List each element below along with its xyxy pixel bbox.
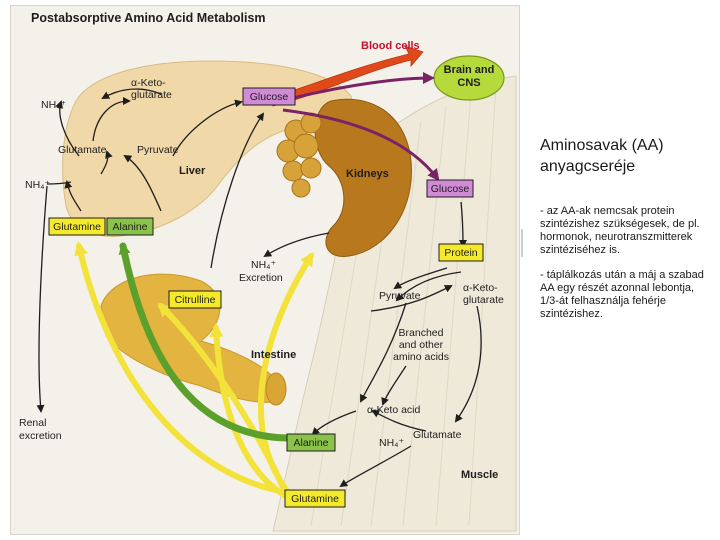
intestine-end bbox=[265, 372, 287, 406]
glutamate-muscle-label: Glutamate bbox=[413, 429, 462, 441]
branched-label-2: and other bbox=[399, 339, 444, 351]
side-title: Aminosavak (AA) anyagcseréje bbox=[540, 137, 664, 175]
glucose-muscle-label: Glucose bbox=[431, 183, 470, 195]
alanine-muscle-label: Alanine bbox=[293, 437, 328, 449]
nh4-top-label: NH₄⁺ bbox=[41, 99, 66, 111]
side-paragraph-1: - az AA-ak nemcsak protein szintézishez … bbox=[540, 205, 700, 256]
pyruvate-liver-label: Pyruvate bbox=[137, 144, 179, 156]
nh4-left-label: NH₄⁺ bbox=[25, 179, 50, 191]
nh4-muscle-label: NH₄⁺ bbox=[379, 437, 404, 449]
alanine-flux-arrow bbox=[118, 242, 291, 442]
alanine-muscle-box bbox=[286, 433, 336, 452]
branched-label-1: Branched bbox=[399, 327, 444, 339]
glucose-liver-box bbox=[242, 87, 296, 106]
renal-excretion-label-1: Renal bbox=[19, 417, 46, 429]
side-panel: Aminosavak (AA) anyagcseréje - az AA-ak … bbox=[540, 135, 712, 333]
side-paragraph-2: - táplálkozás után a máj a szabad AA egy… bbox=[540, 269, 704, 320]
alpha-keto-liver-label-2: glutarate bbox=[131, 89, 172, 101]
glutamine-flux-arrows bbox=[74, 241, 314, 499]
nh4-excretion-label-1: NH₄⁺ bbox=[251, 259, 276, 271]
muscle-label: Muscle bbox=[461, 469, 498, 481]
liver-label: Liver bbox=[179, 165, 206, 177]
citrulline-label: Citrulline bbox=[175, 294, 216, 306]
glutamine-liver-box bbox=[48, 217, 106, 236]
alanine-liver-box bbox=[106, 217, 154, 236]
metabolism-diagram: Postabsorptive Amino Acid Metabolism Blo… bbox=[19, 11, 517, 532]
branched-label-3: amino acids bbox=[393, 351, 449, 363]
alanine-liver-label: Alanine bbox=[112, 221, 147, 233]
protein-box bbox=[438, 243, 484, 262]
arrow-glucose-to-brain bbox=[292, 72, 435, 100]
brain-cns-label-2: CNS bbox=[457, 77, 480, 89]
intestine-label: Intestine bbox=[251, 349, 296, 361]
renal-excretion-label-2: excretion bbox=[19, 430, 62, 442]
brain-cns-label-1: Brain and bbox=[444, 64, 495, 76]
pathway-arrows bbox=[36, 88, 482, 488]
citrulline-box bbox=[168, 290, 222, 309]
arrow-glucose-to-muscle bbox=[282, 108, 440, 182]
pyruvate-muscle-label: Pyruvate bbox=[379, 290, 421, 302]
protein-label: Protein bbox=[444, 247, 477, 259]
alpha-keto-liver-label-1: α-Keto- bbox=[131, 77, 166, 89]
glucose-muscle-box bbox=[426, 179, 474, 198]
alpha-keto-muscle-label-2: glutarate bbox=[463, 294, 504, 306]
kidneys-label: Kidneys bbox=[346, 168, 389, 180]
side-divider bbox=[521, 229, 523, 257]
blood-cells-label: Blood cells bbox=[361, 40, 420, 52]
alpha-keto-muscle-label-1: α-Keto- bbox=[463, 282, 498, 294]
figure-title: Postabsorptive Amino Acid Metabolism bbox=[31, 11, 266, 25]
nh4-excretion-label-2: Excretion bbox=[239, 272, 283, 284]
metabolism-figure: Postabsorptive Amino Acid Metabolism Blo… bbox=[10, 5, 520, 535]
glutamine-muscle-box bbox=[284, 489, 346, 508]
glutamine-muscle-label: Glutamine bbox=[291, 493, 339, 505]
adrenal-gland bbox=[276, 112, 322, 198]
glutamine-liver-label: Glutamine bbox=[53, 221, 101, 233]
glutamate-liver-label: Glutamate bbox=[58, 144, 107, 156]
alpha-keto-acid-label: α-Keto acid bbox=[367, 404, 421, 416]
glucose-liver-label: Glucose bbox=[250, 91, 289, 103]
